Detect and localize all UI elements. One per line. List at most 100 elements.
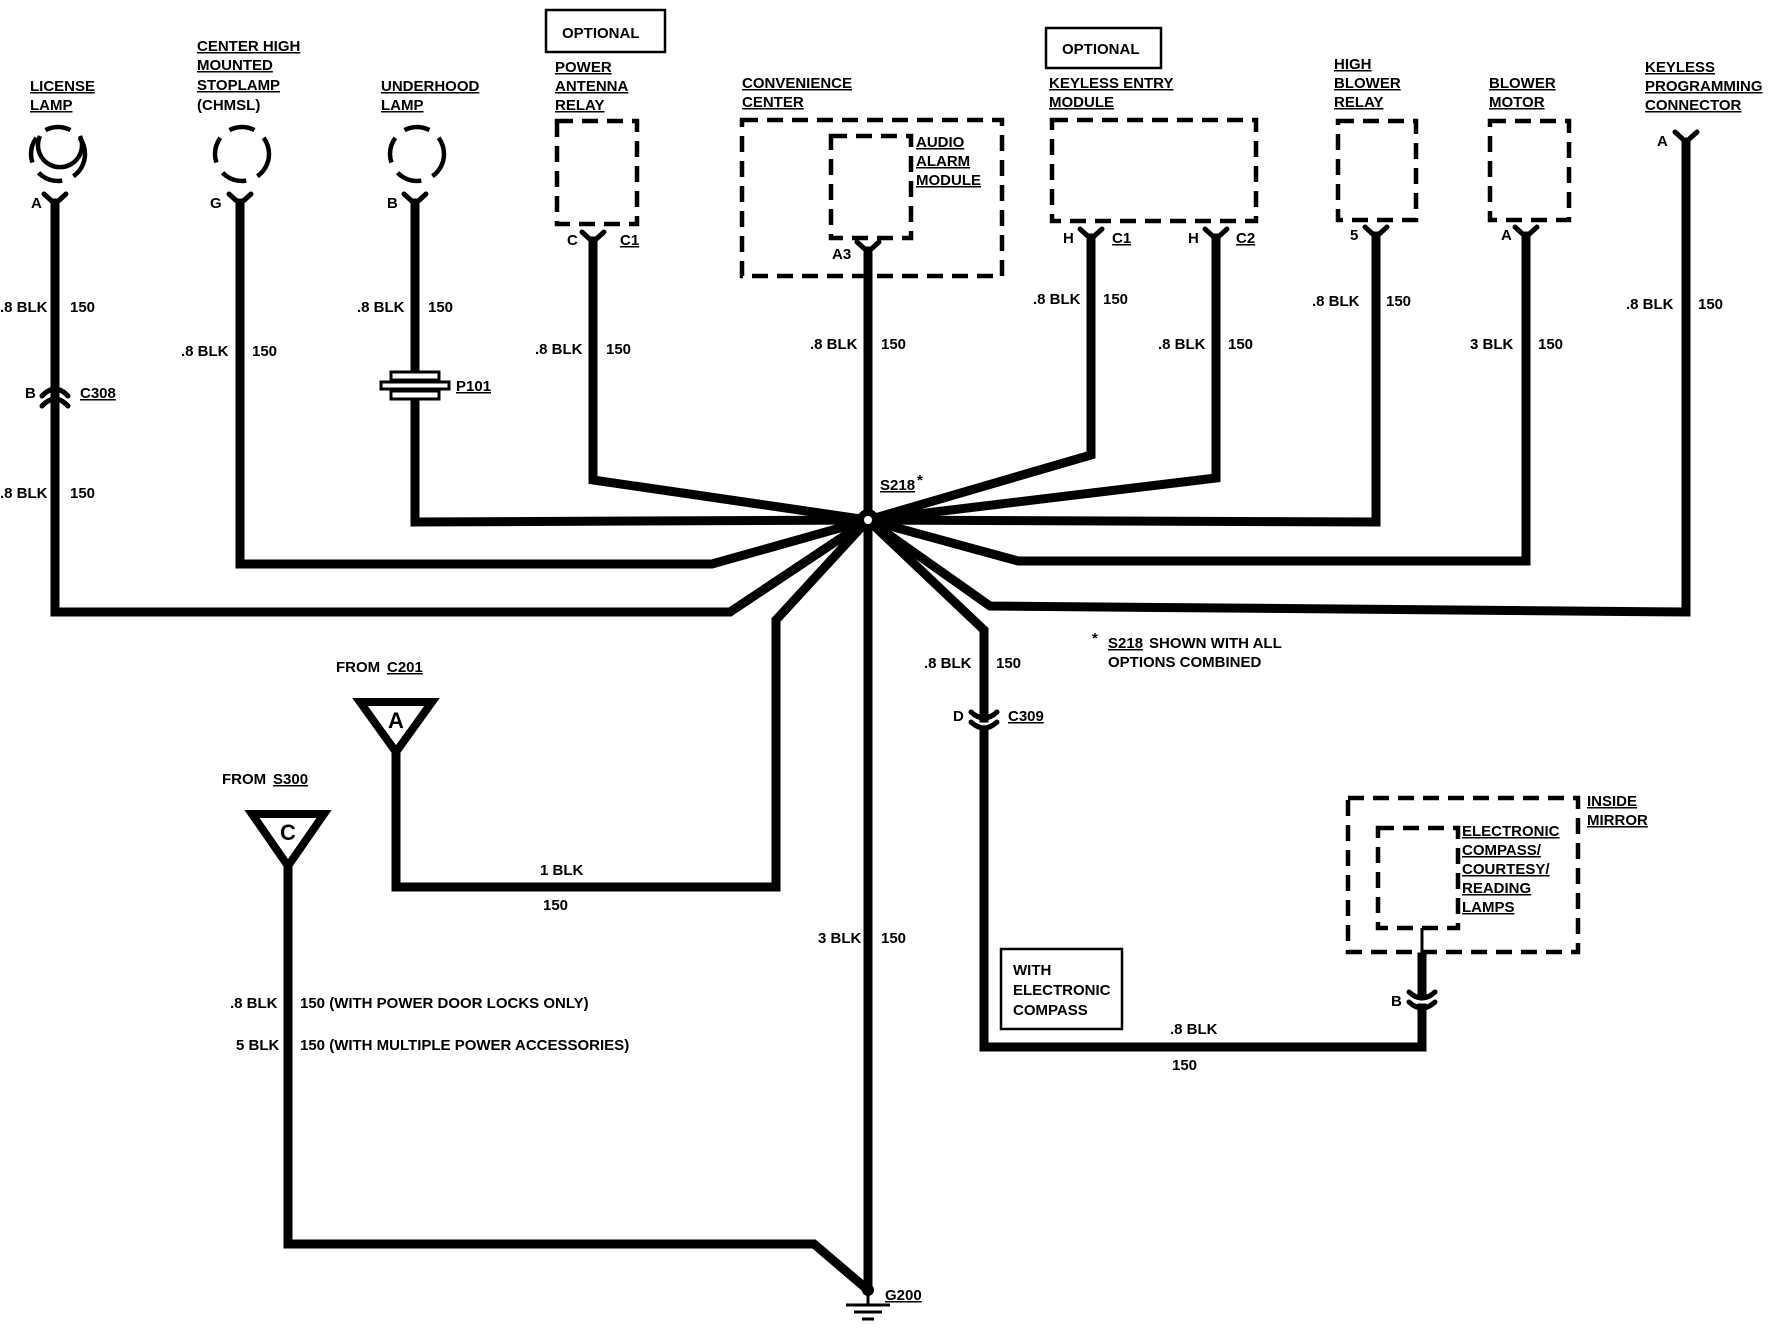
connector-terminal-icon <box>1362 224 1390 241</box>
power-antenna-name-3: RELAY <box>555 97 604 114</box>
ground-wire-circuit: 150 <box>881 930 906 947</box>
c309-label: C309 <box>1008 708 1044 725</box>
mirror-pin: B <box>1391 993 1402 1010</box>
blower-motor-pin: A <box>1501 227 1512 244</box>
connector-terminal-icon <box>1406 989 1438 1011</box>
mirror-circuit: 150 <box>1172 1057 1197 1074</box>
off-page-connector-icon <box>352 698 440 759</box>
mirror-wire: .8 BLK <box>1170 1021 1218 1038</box>
wire-keyless-entry-c1 <box>862 233 1096 526</box>
c308-label: C308 <box>80 385 116 402</box>
keyless-entry-conn1: C1 <box>1112 230 1131 247</box>
wire-chmsl <box>235 198 874 569</box>
keyless-programming-circuit: 150 <box>1698 296 1723 313</box>
lamp-bulb-icon <box>35 135 85 170</box>
underhood-lamp-wire: .8 BLK <box>357 299 405 316</box>
connector-terminal-icon <box>1512 224 1540 241</box>
audio-alarm-name-3: MODULE <box>916 172 981 189</box>
audio-alarm-name-1: AUDIO <box>916 134 965 151</box>
blower-motor-circuit: 150 <box>1538 336 1563 353</box>
connector-terminal-icon <box>579 229 607 246</box>
chmsl: CENTER HIGH MOUNTED STOPLAMP (CHMSL) G .… <box>181 38 300 360</box>
blower-motor-name-1: BLOWER <box>1489 75 1556 92</box>
mirror-note-3: COMPASS <box>1013 1002 1088 1019</box>
keyless-entry-pin2: H <box>1188 230 1199 247</box>
convenience-center-wire: .8 BLK <box>810 336 858 353</box>
connector-terminal-icon <box>1202 226 1230 243</box>
license-lamp-circuit-top: 150 <box>70 299 95 316</box>
from-s300-letter: C <box>280 820 296 845</box>
inside-mirror-name-2: MIRROR <box>1587 812 1648 829</box>
from-s300-circuit2: 150 (WITH MULTIPLE POWER ACCESSORIES) <box>300 1037 629 1054</box>
power-antenna-connector: C1 <box>620 232 639 249</box>
from-s300-wire1: .8 BLK <box>230 995 278 1012</box>
wire-license-lamp <box>50 198 875 617</box>
power-antenna-name-2: ANTENNA <box>555 78 628 95</box>
compass-lamps-box <box>1375 825 1461 931</box>
ground-label: G200 <box>885 1287 922 1304</box>
splice-mark: * <box>917 472 923 489</box>
wire-keyless-programming <box>861 137 1691 617</box>
ground-g200: 3 BLK 150 G200 <box>818 930 922 1321</box>
splice-note-mark: * <box>1092 630 1098 647</box>
keyless-entry-module-box <box>1049 117 1259 224</box>
keyless-entry-pin1: H <box>1063 230 1074 247</box>
convenience-center: CONVENIENCE CENTER AUDIO ALARM MODULE A3… <box>739 75 1005 353</box>
audio-alarm-module-box <box>828 133 914 241</box>
keyless-entry-circuit2: 150 <box>1228 336 1253 353</box>
inside-mirror-name-1: INSIDE <box>1587 793 1637 810</box>
convenience-center-name-2: CENTER <box>742 94 804 111</box>
connector-terminal-icon <box>854 239 882 256</box>
blower-motor-box <box>1487 118 1572 223</box>
c309-circuit: 150 <box>996 655 1021 672</box>
high-blower-name-3: RELAY <box>1334 94 1383 111</box>
wire-c309-to-mirror <box>979 725 1427 1052</box>
p101-label: P101 <box>456 378 491 395</box>
underhood-lamp-name-2: LAMP <box>381 97 424 114</box>
keyless-entry-wire2: .8 BLK <box>1158 336 1206 353</box>
mirror-note-2: ELECTRONIC <box>1013 982 1111 999</box>
wire-underhood-lamp <box>410 198 873 527</box>
optional-box <box>1044 26 1163 70</box>
c309-connector-icon <box>968 709 1000 731</box>
p101-connector-icon <box>379 370 451 401</box>
connector-terminal-icon <box>1672 129 1700 146</box>
from-s300-circuit1: 150 (WITH POWER DOOR LOCKS ONLY) <box>300 995 589 1012</box>
from-c201-label: FROM <box>336 659 380 676</box>
wire-from-c201 <box>391 513 875 892</box>
wire-keyless-entry-c2 <box>862 233 1221 526</box>
license-lamp-wire-bottom: .8 BLK <box>0 485 48 502</box>
high-blower-circuit: 150 <box>1386 293 1411 310</box>
power-antenna-optional: OPTIONAL <box>562 25 640 42</box>
from-c201-letter: A <box>388 708 404 733</box>
splice-note-name: S218 <box>1108 635 1143 652</box>
power-antenna-wire: .8 BLK <box>535 341 583 358</box>
connector-terminal-icon <box>41 191 69 208</box>
lamp-bulb-icon <box>387 124 447 184</box>
audio-alarm-name-2: ALARM <box>916 153 970 170</box>
inside-mirror-box <box>1345 795 1581 955</box>
splice-s218: S218 * * S218 SHOWN WITH ALL OPTIONS COM… <box>857 472 1282 671</box>
electronic-compass-note-box <box>999 947 1124 1031</box>
license-lamp-wire-top: .8 BLK <box>0 299 48 316</box>
mirror-note-1: WITH <box>1013 962 1051 979</box>
inside-mirror: INSIDE MIRROR ELECTRONIC COMPASS/ COURTE… <box>999 793 1648 1074</box>
keyless-entry-circuit1: 150 <box>1103 291 1128 308</box>
chmsl-name-1: CENTER HIGH <box>197 38 300 55</box>
high-blower-wire: .8 BLK <box>1312 293 1360 310</box>
connector-terminal-icon <box>226 191 254 208</box>
compass-name-4: READING <box>1462 880 1531 897</box>
license-lamp-name-1: LICENSE <box>30 78 95 95</box>
license-lamp: LICENSE LAMP A .8 BLK 150 B C308 .8 BLK … <box>0 78 116 502</box>
from-s300-label: FROM <box>222 771 266 788</box>
lamp-bulb-icon <box>28 124 88 184</box>
underhood-lamp-circuit: 150 <box>428 299 453 316</box>
convenience-center-pin: A3 <box>832 246 851 263</box>
high-blower-name-1: HIGH <box>1334 56 1372 73</box>
lamp-bulb-icon <box>212 124 272 184</box>
c308-pin: B <box>25 385 36 402</box>
wire-to-c309 <box>861 513 989 723</box>
keyless-entry-conn2: C2 <box>1236 230 1255 247</box>
compass-name-5: LAMPS <box>1462 899 1515 916</box>
from-s300-ref: S300 <box>273 771 308 788</box>
